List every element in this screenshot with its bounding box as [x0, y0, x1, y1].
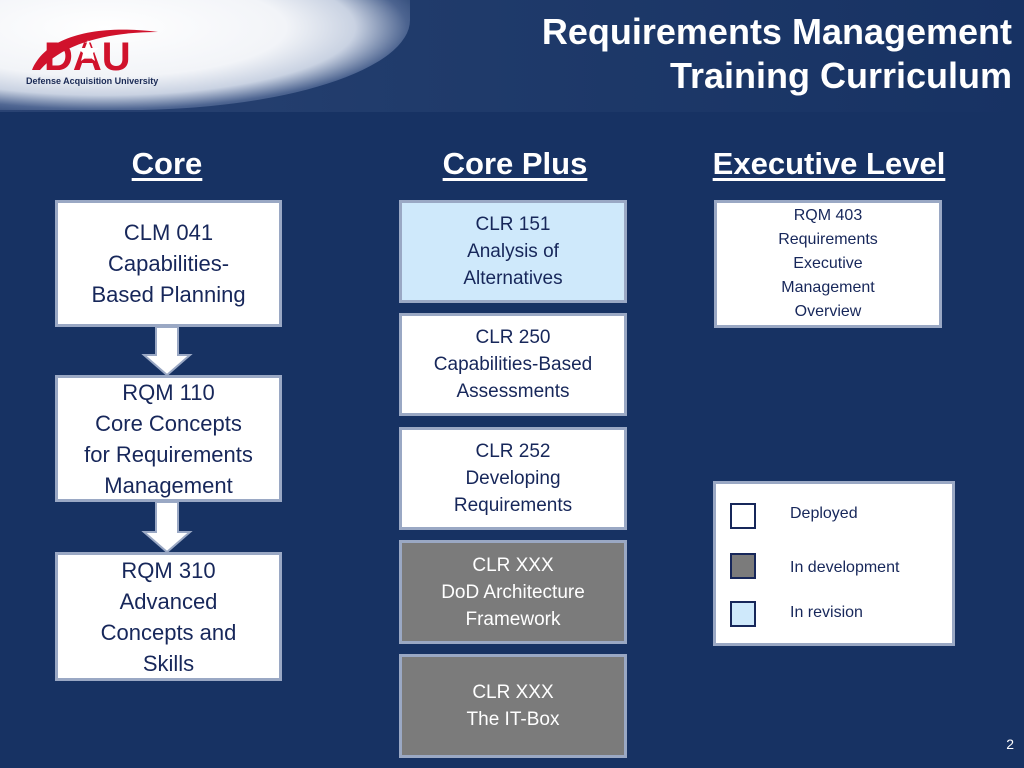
legend-swatch-in-revision	[730, 601, 756, 627]
course-text: RQM 310 Advanced Concepts and Skills	[100, 557, 237, 676]
course-text: CLM 041 Capabilities- Based Planning	[91, 220, 246, 307]
course-box-core-3: RQM 310 Advanced Concepts and Skills	[55, 552, 282, 681]
title-line-1: Requirements Management	[541, 11, 1012, 52]
course-box-core-1: CLM 041 Capabilities- Based Planning	[55, 200, 282, 327]
arrow-down-icon	[141, 502, 193, 554]
column-heading-core: Core	[131, 146, 203, 181]
status-legend: Deployed In development In revision	[713, 481, 955, 646]
course-box-core-plus-1: CLR 151 Analysis of Alternatives	[399, 200, 627, 303]
course-box-core-plus-5: CLR XXX The IT-Box	[399, 654, 627, 758]
logo-text: DAU	[44, 35, 131, 79]
course-text: CLR 252 Developing Requirements	[453, 441, 573, 516]
course-text: CLR 151 Analysis of Alternatives	[463, 214, 563, 289]
column-heading-core-plus: Core Plus	[442, 146, 588, 181]
page-number: 2	[1006, 736, 1014, 752]
slide-title: Requirements Management Training Curricu…	[412, 10, 1012, 98]
logo-subtitle: Defense Acquisition University	[26, 76, 159, 86]
arrow-down-icon	[141, 327, 193, 377]
legend-swatch-in-development	[730, 553, 756, 579]
course-box-core-plus-2: CLR 250 Capabilities-Based Assessments	[399, 313, 627, 416]
course-box-core-2: RQM 110 Core Concepts for Requirements M…	[55, 375, 282, 502]
course-text: CLR XXX DoD Architecture Framework	[441, 554, 585, 630]
legend-swatch-deployed	[730, 503, 756, 529]
course-text: CLR 250 Capabilities-Based Assessments	[433, 327, 593, 402]
course-text: CLR XXX The IT-Box	[466, 682, 560, 730]
course-text: RQM 403 Requirements Executive Managemen…	[778, 207, 878, 320]
column-heading-executive: Executive Level	[712, 146, 946, 181]
legend-label-in-revision: In revision	[790, 604, 863, 621]
title-line-2: Training Curriculum	[669, 55, 1012, 96]
course-text: RQM 110 Core Concepts for Requirements M…	[84, 379, 253, 498]
course-box-executive-1: RQM 403 Requirements Executive Managemen…	[714, 200, 942, 328]
legend-label-deployed: Deployed	[790, 505, 858, 522]
dau-logo: DAU	[32, 29, 158, 79]
legend-label-in-development: In development	[790, 559, 900, 576]
course-box-core-plus-3: CLR 252 Developing Requirements	[399, 427, 627, 530]
course-box-core-plus-4: CLR XXX DoD Architecture Framework	[399, 540, 627, 644]
